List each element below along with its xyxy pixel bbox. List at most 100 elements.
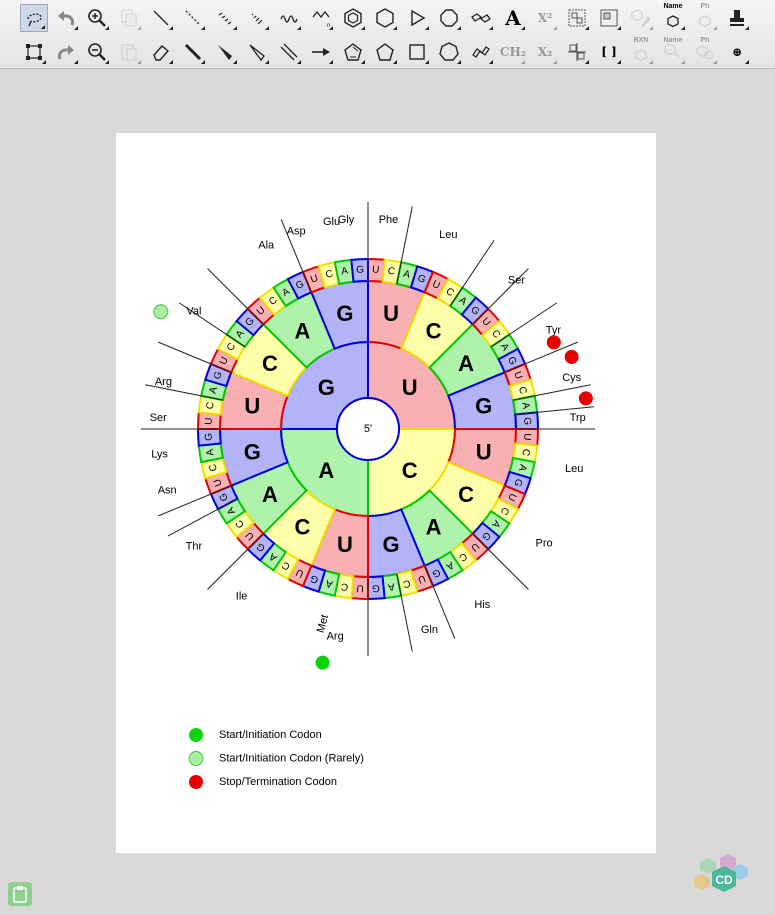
- ph-label: Ph: [700, 3, 710, 10]
- outer-base-label: A: [324, 577, 333, 589]
- clipboard-button[interactable]: [8, 882, 32, 906]
- cycloheptane-tool[interactable]: [435, 38, 463, 66]
- cyclopropane-tool[interactable]: [403, 4, 431, 32]
- outer-base-label: G: [294, 279, 306, 292]
- outer-base-label: G: [430, 566, 442, 579]
- stop-codon-marker: [578, 391, 593, 406]
- amino-acid-label: Gly: [338, 214, 355, 226]
- hashed-bond-icon: [218, 12, 232, 25]
- structure-to-name-button[interactable]: Name: [659, 37, 687, 66]
- ch2-button[interactable]: CH₂: [499, 38, 527, 66]
- zoom-in-icon: [88, 9, 106, 27]
- amino-acid-label: Phe: [379, 214, 399, 226]
- rare-start-codon-marker: [153, 304, 169, 320]
- name-to-structure-button[interactable]: Name: [659, 3, 687, 32]
- hollow-wedge-tool[interactable]: [243, 38, 271, 66]
- wedge-bond-tool[interactable]: [211, 38, 239, 66]
- outer-base-label: U: [416, 572, 427, 585]
- outer-base-label: A: [387, 580, 396, 592]
- superscript-button[interactable]: X²: [531, 4, 559, 32]
- bracket-tool[interactable]: [ ]: [595, 38, 623, 66]
- hashed-bond-tool[interactable]: [211, 4, 239, 32]
- middle-base-label: U: [244, 393, 260, 418]
- outer-base-label: C: [205, 401, 217, 410]
- cyclohexane-tool[interactable]: [371, 4, 399, 32]
- middle-base-label: G: [382, 532, 399, 557]
- marquee-tool[interactable]: [20, 38, 48, 66]
- outer-base-label: C: [402, 577, 412, 589]
- codon-group-divider: [449, 239, 495, 307]
- single-bond-tool[interactable]: [147, 4, 175, 32]
- outer-base-label: C: [519, 448, 531, 457]
- cyclooctane-tool[interactable]: [435, 4, 463, 32]
- middle-base-label: U: [337, 532, 353, 557]
- lasso-tool[interactable]: [20, 4, 48, 32]
- redo-icon: [58, 45, 74, 60]
- amino-acid-label: His: [474, 599, 490, 611]
- double-bond-tool[interactable]: [275, 38, 303, 66]
- clean-icon: [631, 9, 651, 27]
- outer-base-label: A: [402, 269, 411, 281]
- codon-group-divider: [424, 565, 456, 639]
- wavy-bond-icon: [280, 15, 298, 23]
- ch2-icon: CH₂: [499, 45, 527, 59]
- ph-structure-button[interactable]: Ph: [691, 3, 719, 32]
- chain-shape-tool[interactable]: [467, 38, 495, 66]
- group-button[interactable]: [563, 4, 591, 32]
- charge-tool[interactable]: ⊕: [723, 38, 751, 66]
- eraser-tool[interactable]: [147, 38, 175, 66]
- wavy-bond-tool[interactable]: [275, 4, 303, 32]
- middle-base-label: G: [244, 440, 261, 465]
- cyclopentadiene-tool[interactable]: [339, 38, 367, 66]
- middle-base-label: G: [336, 301, 353, 326]
- amino-acid-label: Asp: [287, 226, 306, 238]
- benzene-tool[interactable]: [339, 4, 367, 32]
- text-tool[interactable]: A: [499, 4, 527, 32]
- logo-text: CD: [715, 873, 733, 887]
- arrow-tool[interactable]: [307, 38, 335, 66]
- zoom-out-button[interactable]: [83, 38, 111, 66]
- paste-button[interactable]: [115, 38, 143, 66]
- cyclopentane-tool[interactable]: [371, 38, 399, 66]
- amino-acid-label: Ile: [236, 591, 248, 603]
- subscript-button[interactable]: X₂: [531, 38, 559, 66]
- outer-base-label: U: [521, 433, 532, 441]
- ph-name-label: Ph: [700, 37, 710, 44]
- clean-structure-button[interactable]: [627, 4, 655, 32]
- codon-group-divider: [490, 302, 558, 348]
- outer-base-label: G: [212, 370, 225, 381]
- double-bond-icon: [280, 43, 298, 61]
- cyclobutane-tool[interactable]: [403, 38, 431, 66]
- zoom-in-button[interactable]: [83, 4, 111, 32]
- codon-group-divider: [280, 219, 312, 293]
- outer-base-label: U: [309, 273, 320, 286]
- cyclohexane-icon: [376, 8, 394, 28]
- ungroup-icon: [600, 9, 618, 27]
- group-icon: [568, 9, 586, 27]
- bold-bond-tool[interactable]: [179, 38, 207, 66]
- hashed-wedge-tool[interactable]: [243, 4, 271, 32]
- codon-group-divider: [167, 498, 238, 537]
- dashed-bond-tool[interactable]: [179, 4, 207, 32]
- outer-base-label: A: [519, 402, 531, 411]
- stamp-icon: [730, 10, 744, 26]
- ph-name-button[interactable]: Ph: [691, 37, 719, 66]
- redo-button[interactable]: [52, 38, 80, 66]
- align-button[interactable]: [563, 38, 591, 66]
- outer-base-label: G: [218, 491, 231, 503]
- undo-button[interactable]: [52, 4, 80, 32]
- ungroup-button[interactable]: [595, 4, 623, 32]
- copy-button[interactable]: [115, 4, 143, 32]
- outer-base-label: C: [516, 386, 528, 396]
- middle-base-label: G: [475, 393, 492, 418]
- chain-icon: n: [312, 10, 330, 29]
- chain-tool[interactable]: n: [307, 4, 335, 32]
- legend-label: Start/Initiation Codon (Rarely): [219, 753, 364, 765]
- chair-tool[interactable]: [467, 4, 495, 32]
- subscript-icon: X₂: [537, 45, 553, 59]
- stamp-tool[interactable]: [723, 4, 751, 32]
- name-structure-label: Name: [663, 3, 683, 10]
- reaction-clean-button[interactable]: RXN: [627, 37, 655, 66]
